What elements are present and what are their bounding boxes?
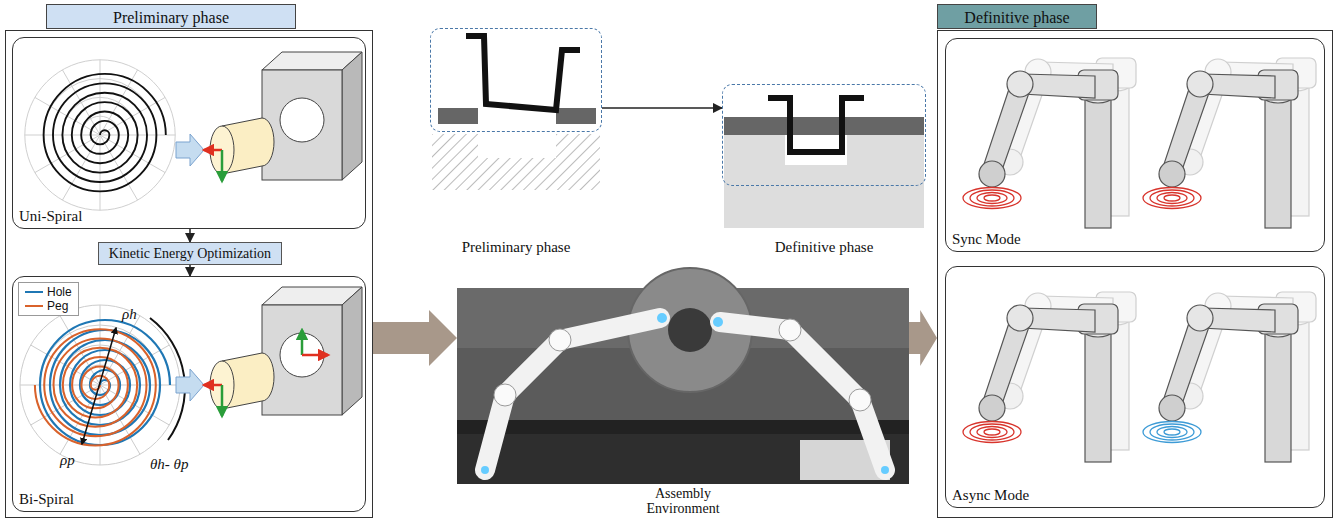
block-arrow: [373, 310, 457, 366]
box-label: Sync Mode: [952, 231, 1021, 248]
legend-line-sample: [25, 291, 43, 293]
panel-heading: Preliminary phase: [46, 4, 296, 29]
legend-text: Hole: [47, 285, 72, 299]
robot-sketches: [963, 58, 1316, 462]
box-label: Async Mode: [952, 487, 1029, 504]
axis-arrow: [302, 354, 328, 357]
legend-row: Hole: [25, 285, 72, 299]
phase-panel: Preliminary phaseUni-SpiralKinetic Energ…: [5, 30, 373, 518]
radius-arrow: [82, 328, 116, 444]
phase-panel: Definitive phaseSync ModeAsync Mode: [937, 30, 1333, 518]
box-label: Uni-Spiral: [19, 208, 82, 225]
peg-hole-sketch: [176, 287, 362, 416]
stage-sketch-box: Preliminary phase: [430, 28, 602, 132]
math-label: θh- θp: [150, 456, 188, 472]
definitive-sketch: [724, 98, 924, 228]
preliminary-sketch: [432, 36, 600, 190]
caption: Definitive phase: [775, 239, 874, 256]
legend-row: Peg: [25, 299, 72, 313]
process-box: Kinetic Energy Optimization: [98, 242, 282, 265]
mode-box: Sync Mode: [945, 38, 1325, 252]
mode-box: Async Mode: [945, 266, 1325, 508]
block-arrow: [909, 310, 937, 366]
uni-spiral-plot: [25, 60, 175, 210]
flow-arrow: [189, 265, 191, 276]
box-label: Bi-Spiral: [19, 491, 74, 508]
math-label: ρh: [122, 306, 137, 322]
flow-arrow: [602, 107, 722, 109]
legend-line-sample: [25, 305, 43, 307]
axis-arrow: [301, 330, 304, 355]
math-label: ρp: [60, 452, 75, 468]
method-box: Uni-Spiral: [12, 37, 366, 229]
caption: Assembly Environment: [618, 486, 748, 517]
photo-frame: Assembly Environment: [457, 288, 909, 484]
bi-spiral-plot: [20, 305, 180, 465]
stage-sketch-box: Definitive phase: [722, 84, 926, 186]
peg-hole-sketch: [176, 52, 362, 181]
box-label: Kinetic Energy Optimization: [109, 245, 271, 262]
assembly-photo: [457, 268, 909, 484]
legend-text: Peg: [47, 299, 68, 313]
panel-heading: Definitive phase: [937, 4, 1097, 29]
legend-box: HolePeg: [18, 282, 79, 316]
caption: Preliminary phase: [462, 239, 571, 256]
flow-arrow: [189, 229, 191, 242]
